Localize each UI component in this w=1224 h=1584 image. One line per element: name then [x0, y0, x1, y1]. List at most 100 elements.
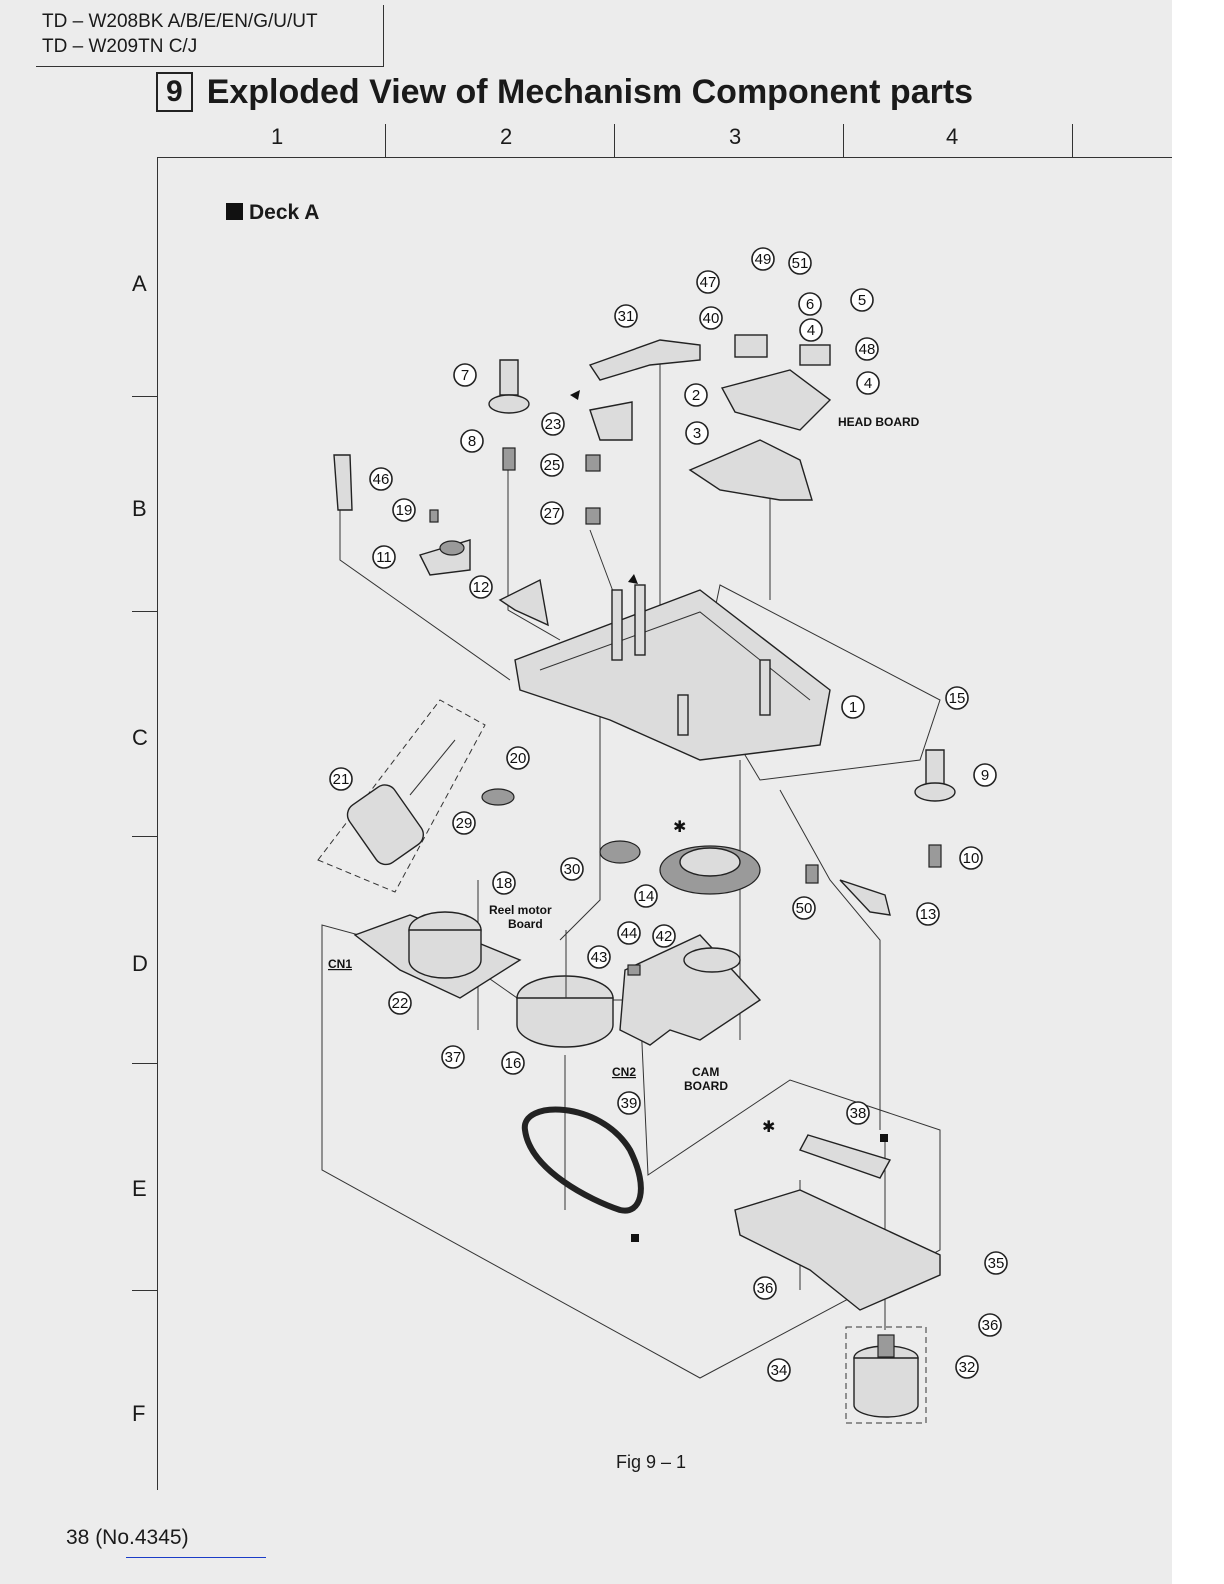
part-callout: 5: [850, 288, 874, 312]
svg-text:29: 29: [456, 815, 473, 832]
grid-column-label: 3: [729, 124, 742, 149]
board-label: CN2: [612, 1065, 636, 1079]
part-callout: 15: [945, 686, 969, 710]
asterisk-marker: ✱: [762, 1117, 775, 1136]
head-block: [734, 334, 768, 358]
part-callout: 35: [984, 1251, 1008, 1275]
svg-text:39: 39: [621, 1095, 638, 1112]
part-callout: 42: [652, 924, 676, 948]
svg-text:4: 4: [807, 322, 815, 339]
part-callout: 30: [560, 857, 584, 881]
leader-line: [779, 789, 881, 1130]
board-label: Board: [508, 917, 543, 931]
reel-motor-body: [408, 929, 482, 979]
svg-text:32: 32: [959, 1359, 976, 1376]
part-callout: 47: [696, 270, 720, 294]
spring: [805, 864, 819, 884]
svg-text:31: 31: [618, 308, 635, 325]
board-label: CAM: [692, 1065, 719, 1079]
svg-text:51: 51: [792, 255, 809, 272]
gear: [481, 788, 515, 806]
svg-text:9: 9: [981, 767, 989, 784]
chassis-detail: [539, 611, 811, 701]
capstan-motor-body: [853, 1357, 919, 1418]
motor-pulley: [877, 1334, 895, 1358]
spring: [585, 454, 601, 472]
board-label: CN1: [328, 957, 352, 971]
chassis-post: [634, 584, 646, 656]
pinch-lever: [588, 339, 701, 381]
motor-outline: [845, 1326, 927, 1424]
cam-board: [619, 934, 762, 1046]
part-callout: 18: [492, 871, 516, 895]
cam-gear-face: [679, 847, 741, 877]
part-callout: 40: [699, 306, 723, 330]
svg-text:12: 12: [473, 579, 490, 596]
switch-block: [627, 964, 641, 976]
head-block: [799, 344, 831, 366]
svg-text:47: 47: [700, 274, 717, 291]
grid-row-divider: [132, 1290, 157, 1291]
part-callout: 36: [753, 1276, 777, 1300]
part-callout: 27: [540, 501, 564, 525]
svg-text:19: 19: [396, 502, 413, 519]
board-label: HEAD BOARD: [838, 415, 920, 429]
screw: [429, 509, 439, 523]
part-callout: 12: [469, 575, 493, 599]
part-callout: 3: [685, 421, 709, 445]
reel-gear: [488, 394, 530, 414]
svg-text:27: 27: [544, 505, 561, 522]
part-callout: 32: [955, 1355, 979, 1379]
svg-text:15: 15: [949, 690, 966, 707]
part-callout: 50: [792, 896, 816, 920]
svg-text:37: 37: [445, 1049, 462, 1066]
head-bracket: [688, 439, 813, 501]
square-bullet-icon: [226, 203, 243, 220]
grid-column-divider: [1072, 124, 1073, 157]
grid-column-label: 1: [271, 124, 284, 149]
svg-text:13: 13: [920, 906, 937, 923]
svg-text:43: 43: [591, 949, 608, 966]
model-line-1: TD – W208BK A/B/E/EN/G/U/UT: [42, 11, 318, 32]
grid-row-label: D: [132, 951, 148, 976]
svg-text:5: 5: [858, 292, 866, 309]
part-callout: 29: [452, 811, 476, 835]
deck-label-text: Deck A: [249, 201, 320, 224]
chassis-post: [677, 694, 689, 736]
svg-text:48: 48: [859, 341, 876, 358]
svg-text:18: 18: [496, 875, 513, 892]
part-callout: 1: [841, 695, 865, 719]
grid-row-label: F: [132, 1401, 146, 1426]
part-callout: 20: [506, 746, 530, 770]
reel-gear: [914, 782, 956, 802]
part-callout: 37: [441, 1045, 465, 1069]
chassis-post: [611, 589, 623, 661]
svg-text:10: 10: [963, 850, 980, 867]
part-callout: 49: [751, 247, 775, 271]
part-callout: 8: [460, 429, 484, 453]
lever: [498, 578, 549, 627]
grid-row-label: E: [132, 1176, 147, 1201]
head-board: [720, 369, 832, 431]
asterisk-marker: ✱: [673, 817, 686, 836]
main-chassis: [514, 589, 831, 761]
svg-text:16: 16: [505, 1055, 522, 1072]
chassis-post: [759, 659, 771, 716]
section-number: 9: [156, 72, 193, 112]
svg-text:11: 11: [376, 549, 392, 566]
svg-text:4: 4: [864, 375, 872, 392]
drive-belt: [521, 1106, 644, 1214]
svg-text:6: 6: [806, 296, 814, 313]
grid-column-divider: [843, 124, 844, 157]
svg-text:36: 36: [757, 1280, 774, 1297]
part-callout: 4: [799, 318, 823, 342]
grid-row-label: B: [132, 496, 147, 521]
svg-text:49: 49: [755, 251, 772, 268]
leader-line: [507, 470, 561, 641]
bottom-plate: [734, 1189, 941, 1311]
assembly-outline: [321, 924, 941, 1379]
part-callout: 6: [798, 292, 822, 316]
gear: [599, 840, 641, 864]
grid-column-label: 4: [946, 124, 959, 149]
